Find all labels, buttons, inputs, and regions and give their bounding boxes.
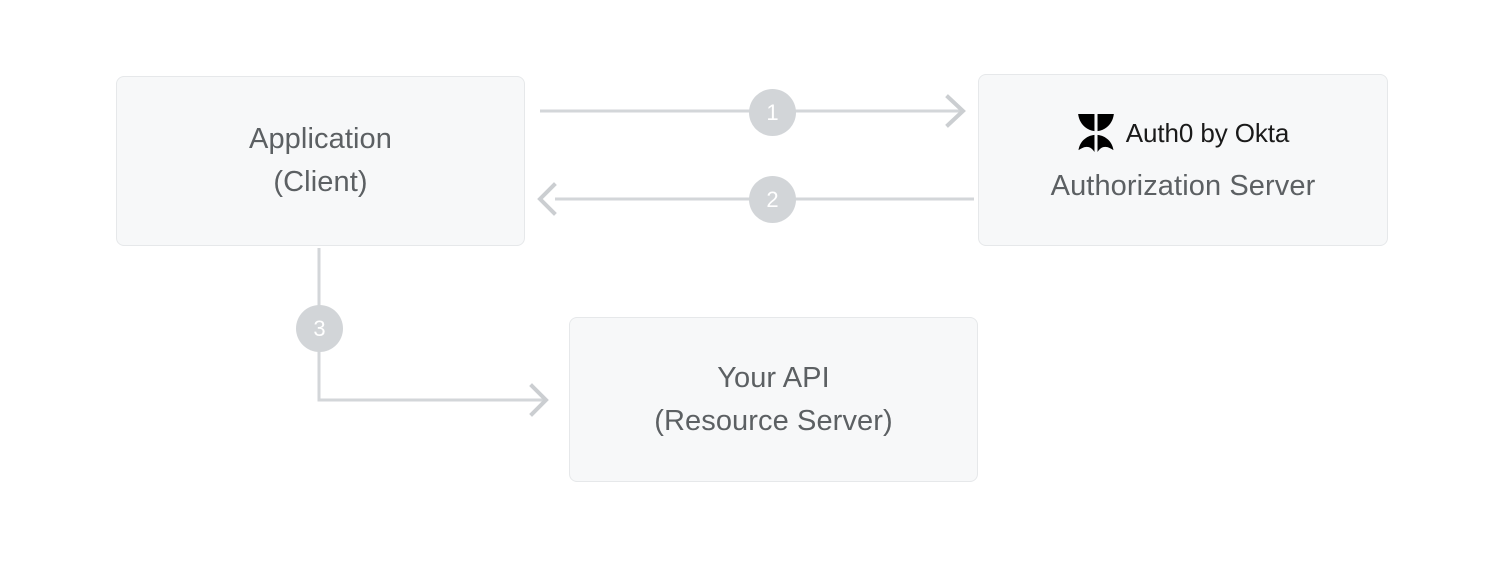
auth0-shield-icon	[1077, 113, 1114, 152]
arrowhead-left-step-2	[537, 182, 557, 216]
step-badge-2: 2	[749, 176, 796, 223]
auth0-brand-lockup: Auth0 by Okta	[1077, 113, 1289, 153]
node-authorization-server-label: Authorization Server	[1050, 169, 1316, 202]
auth0-wordmark: Auth0 by Okta	[1125, 117, 1290, 148]
node-resource-server-subtitle: (Resource Server)	[654, 404, 893, 437]
arrowhead-right-step-3	[529, 383, 549, 417]
node-application-client[interactable]: Application (Client)	[116, 76, 525, 246]
node-application-title: Application	[249, 123, 392, 155]
node-authorization-server[interactable]: Auth0 by Okta Authorization Server	[978, 74, 1388, 246]
step-badge-3: 3	[296, 305, 343, 352]
node-application-subtitle: (Client)	[273, 166, 368, 198]
arrowhead-right-step-1	[945, 94, 966, 128]
node-resource-server-title: Your API	[717, 361, 830, 394]
node-resource-server[interactable]: Your API (Resource Server)	[569, 317, 978, 482]
connector-line-step-3	[317, 248, 545, 402]
step-badge-1: 1	[749, 89, 796, 136]
